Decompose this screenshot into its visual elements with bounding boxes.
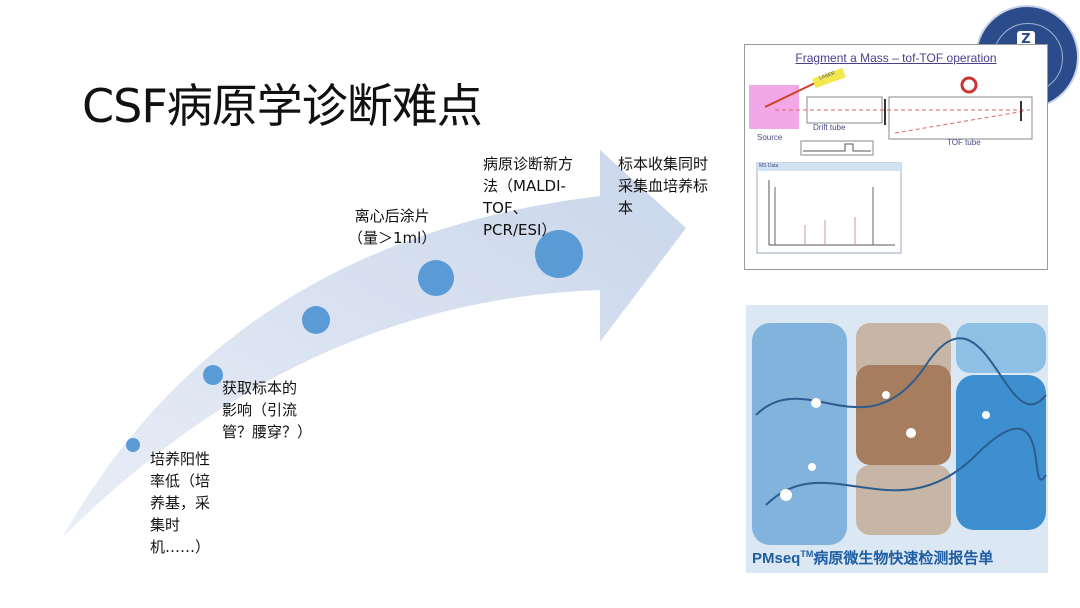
text-line: 法（MALDI- bbox=[483, 177, 566, 195]
step-dot-1 bbox=[126, 438, 140, 452]
step-text-4: 病原诊断新方 法（MALDI- TOF、 PCR/ESI） bbox=[483, 153, 573, 241]
text-line: 率低（培 bbox=[150, 472, 211, 490]
step-dot-4 bbox=[418, 260, 454, 296]
text-line: 获取标本的 bbox=[222, 379, 298, 397]
step-text-5: 标本收集同时 采集血培养标 本 bbox=[618, 153, 708, 219]
text-line: TOF、 bbox=[483, 199, 528, 217]
step-dot-2 bbox=[203, 365, 223, 385]
text-line: 管？腰穿？） bbox=[222, 423, 313, 441]
arrow-shape bbox=[62, 150, 686, 538]
text-line: 本 bbox=[618, 199, 634, 217]
text-line: 病原诊断新方 bbox=[483, 155, 574, 173]
figure-heading: Fragment a Mass – tof-TOF operation bbox=[795, 51, 997, 65]
text-line: （量＞1ml） bbox=[348, 229, 437, 247]
text-line: 机……） bbox=[150, 538, 211, 556]
text-line: 养基，采 bbox=[150, 494, 211, 512]
step-dot-5 bbox=[535, 230, 583, 278]
source-label: Source bbox=[757, 133, 783, 142]
trademark: TM bbox=[800, 549, 814, 559]
text-line: 采集血培养标 bbox=[618, 177, 709, 195]
text-line: 培养阳性 bbox=[150, 450, 211, 468]
drift-tube-label: Drift tube bbox=[813, 123, 846, 132]
step-text-1: 培养阳性 率低（培 养基，采 集时 机……） bbox=[150, 448, 210, 558]
caption-text: 病原微生物快速检测报告单 bbox=[813, 550, 994, 567]
ms-window-title: MS Data bbox=[759, 163, 779, 169]
text-line: 离心后涂片 bbox=[354, 207, 430, 225]
text-line: PCR/ESI） bbox=[483, 221, 557, 239]
step-dot-3 bbox=[302, 306, 330, 334]
text-line: 集时 bbox=[150, 516, 181, 534]
text-line: 影响（引流 bbox=[222, 401, 298, 419]
tof-tube-label: TOF tube bbox=[947, 138, 981, 147]
step-text-2: 获取标本的 影响（引流 管？腰穿？） bbox=[222, 377, 312, 443]
pmseq-caption: PMseqTM病原微生物快速检测报告单 bbox=[752, 547, 993, 568]
tof-diagram-figure: Fragment a Mass – tof-TOF operation Sou bbox=[744, 44, 1048, 270]
tof-diagram bbox=[749, 67, 1033, 254]
brand-name: PMseq bbox=[752, 550, 801, 567]
pmseq-report-figure: PMseqTM病原微生物快速检测报告单 bbox=[746, 305, 1048, 573]
pmseq-artwork bbox=[752, 323, 1047, 545]
slide-title: CSF病原学诊断难点 bbox=[82, 79, 483, 133]
step-text-3: 离心后涂片 （量＞1ml） bbox=[348, 205, 436, 249]
text-line: 标本收集同时 bbox=[618, 155, 709, 173]
